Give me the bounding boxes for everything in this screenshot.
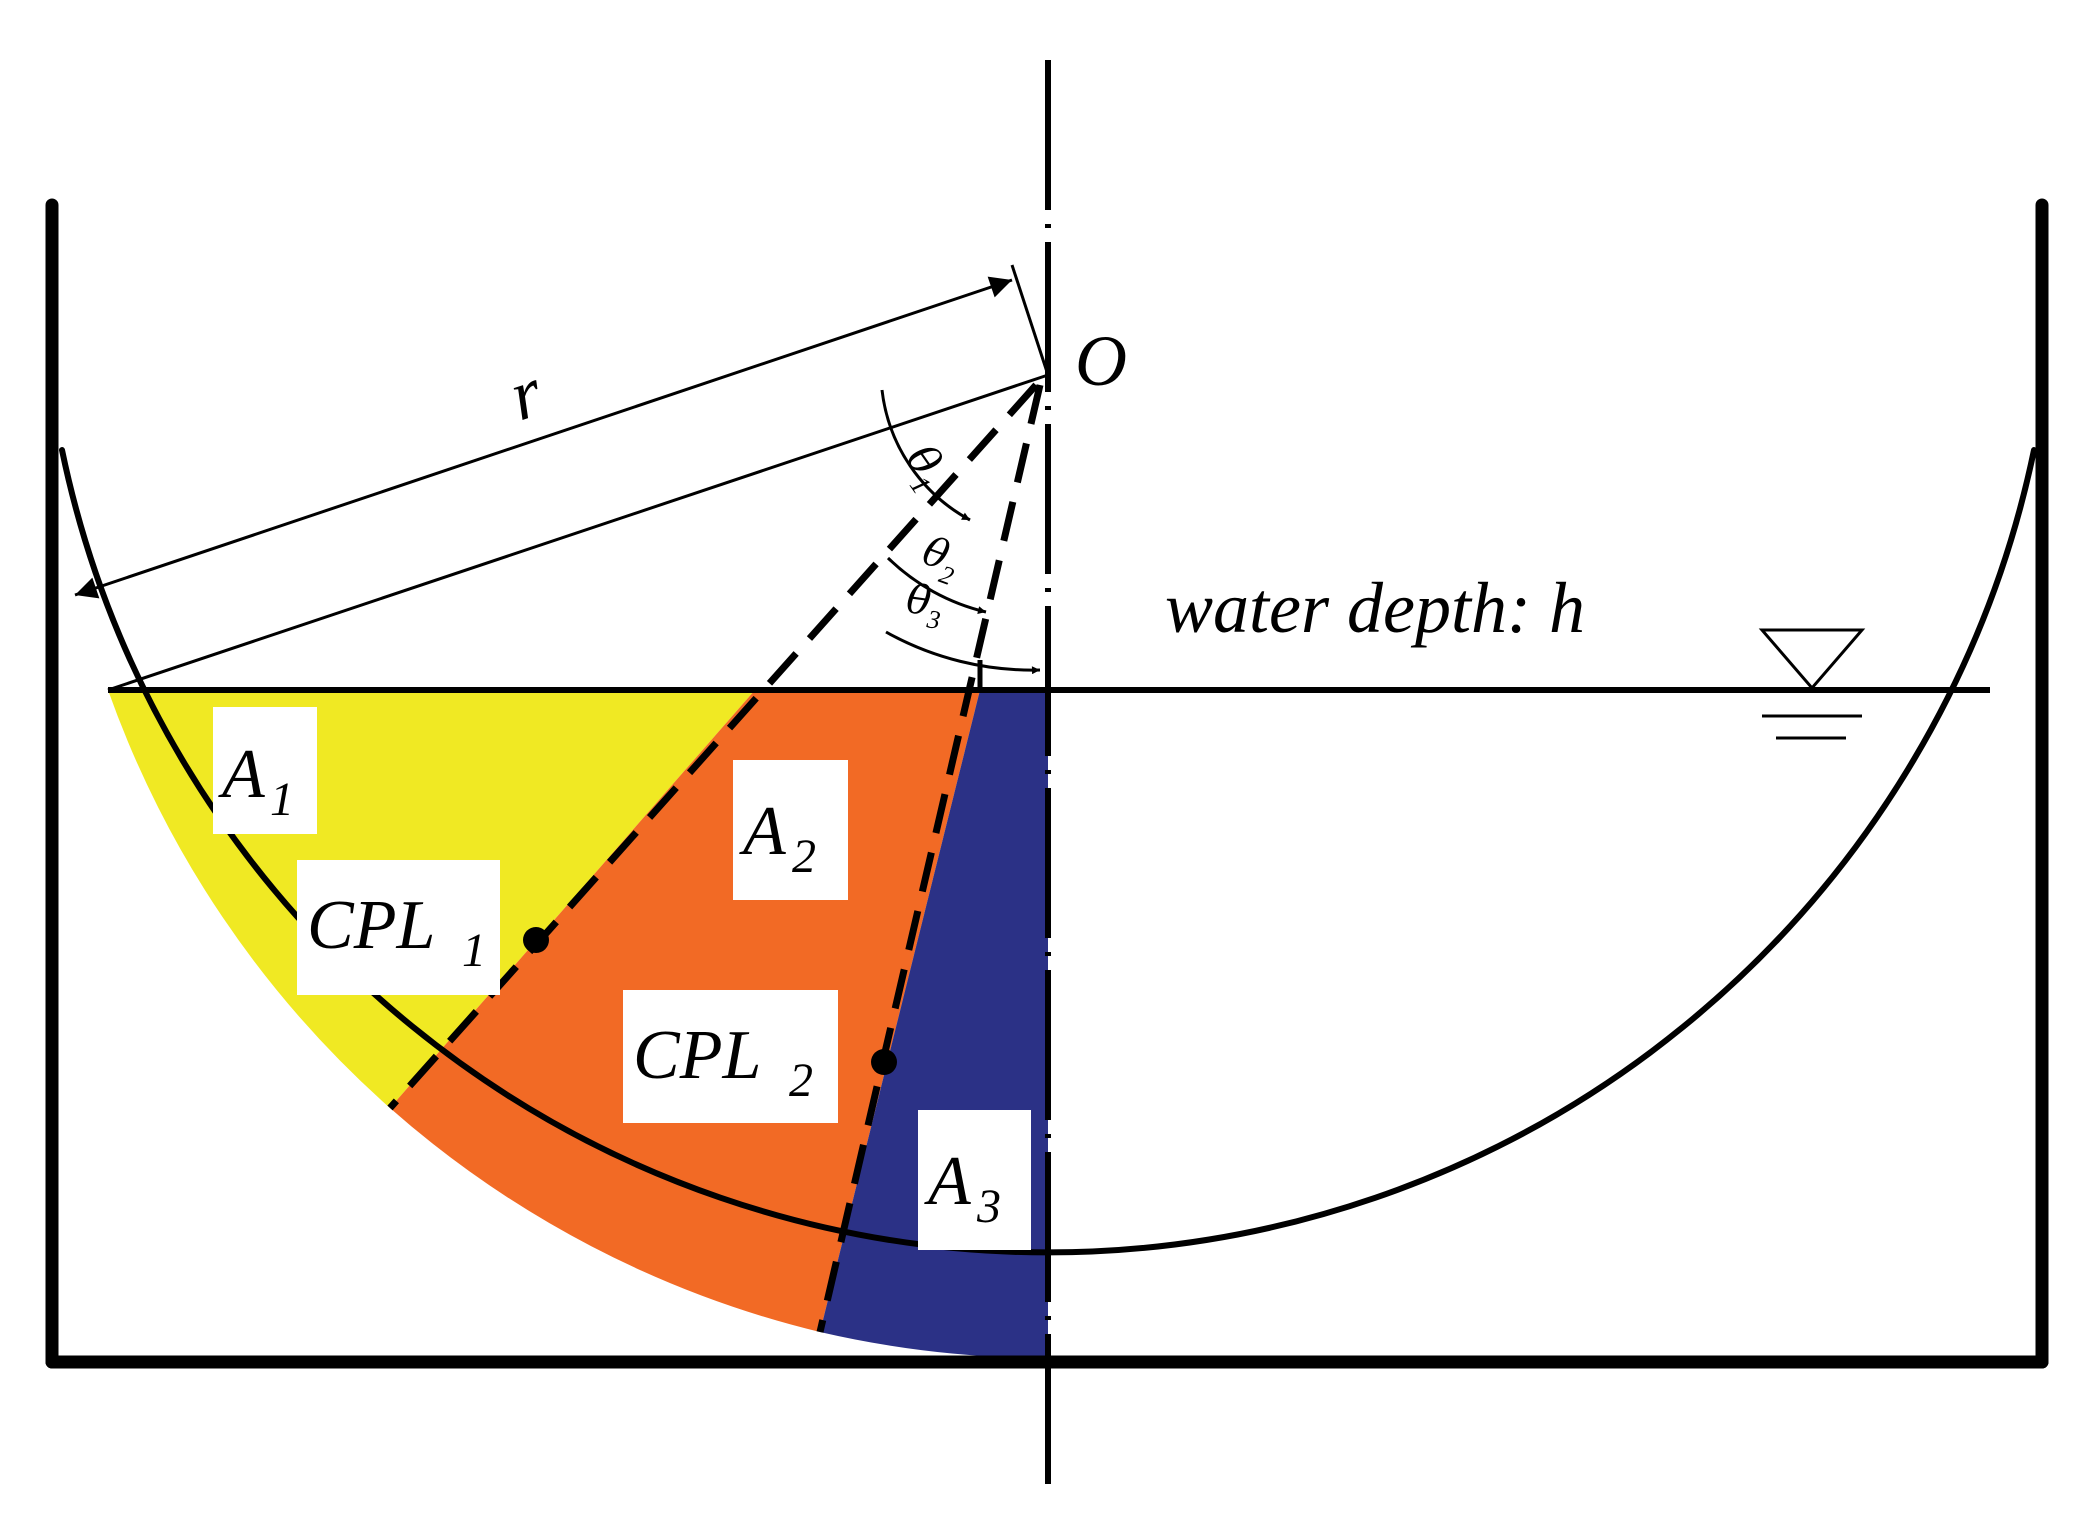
svg-text:3: 3 [976,1180,1001,1233]
svg-text:1: 1 [270,773,294,826]
svg-text:2: 2 [789,1054,813,1107]
area1-label-box [213,707,317,834]
water-depth-label: water depth: h [1165,568,1585,648]
svg-text:A: A [218,736,265,813]
svg-text:A: A [739,793,786,870]
area3-label: A 3 [924,1143,1001,1233]
cpl2-label-box [623,990,838,1123]
area3-label-box [918,1110,1031,1250]
division-line-2 [816,384,1044,1333]
radius-dimension-line [74,276,1013,599]
angle-arcs [880,389,1041,690]
water-level-symbol [1758,628,1866,740]
area1-label: A 1 [218,736,294,826]
svg-text:1: 1 [462,924,486,977]
theta2-arc [886,556,987,615]
svg-text:A: A [924,1143,971,1220]
theta3-label: θ 3 [904,576,943,635]
svg-text:CPL: CPL [307,887,435,964]
cpl2-label: CPL 2 [633,1017,813,1107]
theta3-arc [885,630,1041,675]
area2-label-box [733,760,848,900]
cpl1-label-box [297,860,500,995]
svg-text:CPL: CPL [633,1017,761,1094]
label-boxes [213,707,1031,1250]
radius-extension-line [1010,264,1050,376]
cpl2-point [871,1049,897,1075]
radius-label: r [500,351,552,436]
svg-text:2: 2 [792,830,816,883]
area2-label: A 2 [739,793,816,883]
cpl1-label: CPL 1 [307,887,486,977]
radius-dimension [74,264,1050,692]
svg-text:3: 3 [924,604,942,635]
cpl1-point [523,927,549,953]
center-label: O [1075,321,1127,401]
theta1-arc [880,389,971,522]
